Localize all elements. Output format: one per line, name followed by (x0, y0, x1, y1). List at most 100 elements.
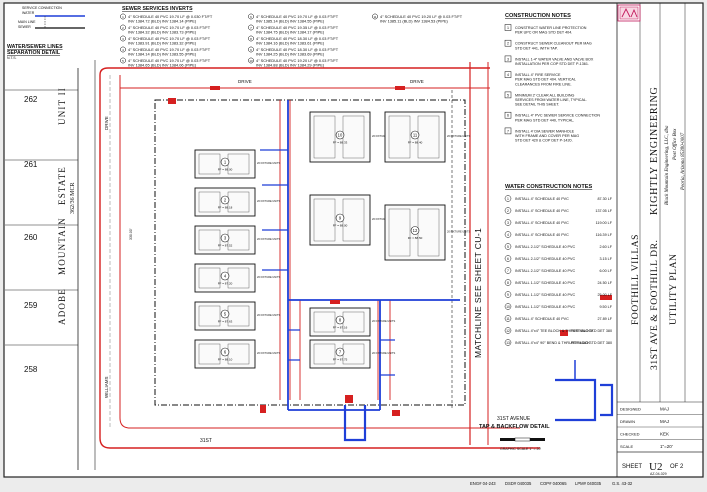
water-note-number: 12 (506, 329, 510, 333)
fixture-units: 20 FIXTURE UNITS (447, 134, 470, 138)
building-unit (388, 208, 411, 257)
note-number: 5 (507, 93, 509, 97)
street-drive-left: DRIVE (104, 116, 109, 130)
note-marker (504, 127, 512, 135)
water-note-length: 2.60 LF (599, 245, 612, 249)
subdivision-name-estate: ESTATE (57, 166, 67, 205)
tb-row-label: DESIGNED (620, 407, 641, 412)
street-labels: DRIVE DRIVE DRIVE WILLIAMS 31ST 31ST AVE… (104, 79, 550, 444)
building-unit (198, 267, 221, 289)
building-unit (313, 311, 336, 333)
invert-line-1: 4" SCHEDULE 40 PVC 19.70 LF @ 0.030 FT/F… (128, 14, 213, 19)
note-text: PER UPC OR MAG STD DET 404. (515, 31, 572, 35)
invert-number: 6 (250, 15, 252, 19)
fixture-units: 20 FIXTURE UNITS (447, 230, 470, 234)
building-number-marker (220, 195, 230, 205)
building-number: 5 (224, 312, 227, 317)
fixture-units: 20 FIXTURE UNITS (257, 313, 280, 317)
water-note-text: INSTALL 4" SCHEDULE 40 PVC (515, 233, 569, 237)
note-number: 3 (507, 57, 509, 61)
building-number: 6 (224, 350, 227, 355)
firm-name: KIGHTLY ENGINEERING (649, 86, 660, 215)
invert-marker (120, 46, 126, 53)
building-ff: FF = 87.16 (333, 326, 348, 330)
separation-detail: SERVICE CONNECTION WATER MAIN LINE SEWER… (7, 6, 85, 60)
building-ff: FF = 87.20 (218, 282, 233, 286)
lot-259: 259 (24, 301, 38, 310)
building-ff: FF = 88.18 (218, 206, 233, 210)
water-note-number: 4 (507, 233, 509, 237)
building-unit (313, 115, 336, 159)
invert-marker (248, 13, 254, 20)
fixture-units: 20 FIXTURE UNITS (372, 319, 395, 323)
note-marker (504, 39, 512, 47)
water-note-number: 13 (506, 341, 510, 345)
footer-eng: ENG# 04-243 (470, 481, 496, 486)
water-note-marker (504, 195, 512, 202)
building-outline (194, 263, 256, 293)
note-marker (504, 71, 512, 78)
note-text: CLEARANCES FROM FIRE LINE. (515, 82, 572, 86)
water-note-length: 3.15 LF (599, 257, 612, 261)
invert-line-2: INV 1384.32 (BLD) INV 1383.73 (PIPE) (128, 30, 197, 35)
invert-marker (120, 57, 126, 64)
invert-line-1: 4" SCHEDULE 40 PVC 19.20 LF @ 0.03 FT/FT (256, 58, 339, 63)
water-note-length: 116.39 LF (596, 233, 613, 237)
note-marker (504, 111, 512, 119)
invert-line-2: INV 1384.72 (BLD) INV 1384.14 (PIPE) (128, 19, 197, 24)
water-note-number: 10 (506, 305, 510, 309)
lot-260: 260 (24, 233, 38, 242)
plan-title: UTILITY PLAN (669, 254, 679, 326)
note-text: INSTALLATION PER COP STD DET P-1361. (515, 62, 589, 66)
water-note-text: INSTALL 1-1/2" SCHEDULE 40 PVC (515, 305, 575, 309)
job-number: AZ-04-029 (650, 472, 667, 476)
invert-number: 10 (249, 59, 253, 63)
sheet-label: SHEET (622, 464, 642, 470)
note-number: 4 (507, 73, 509, 77)
footer-lpm: LPM# 040035 (575, 481, 602, 486)
water-note-number: 11 (506, 317, 510, 321)
water-note-length: 87.30 LF (597, 197, 612, 201)
dimension-330: 330.00' (129, 228, 133, 240)
water-note-text: INSTALL 4"x4" TEE BLOCK & THRUST BLOCK (515, 329, 594, 333)
water-note-marker (504, 231, 512, 238)
building-number: 9 (339, 216, 342, 221)
invert-number: 11 (373, 15, 376, 19)
sheet-number: U2 (649, 461, 662, 473)
invert-line-1: 4" SCHEDULE 40 PVC 18.30 LF @ 0.03 FT/FT (256, 47, 339, 52)
invert-marker (248, 35, 254, 42)
note-text: INSTALL 4" PVC SEWER SERVICE CONNECTION (515, 114, 600, 118)
separation-detail-nts: N.T.S. (7, 56, 17, 60)
water-note-number: 2 (507, 209, 509, 213)
invert-number: 2 (122, 26, 124, 30)
fixture-units: 20 FIXTURE UNITS (257, 351, 280, 355)
water-note-text: INSTALL 1-1/2" SCHEDULE 40 PVC (515, 281, 575, 285)
tb-row-value: MAJ (660, 419, 669, 424)
water-note-length: 9.50 LF (599, 305, 612, 309)
water-note-length: PER MAG STD DET 380 (571, 329, 612, 333)
building-number: 11 (413, 133, 418, 138)
water-note-length: 6.00 LF (599, 269, 612, 273)
invert-line-1: 4" SCHEDULE 40 PVC 19.70 LF @ 0.03 FT/FT (256, 14, 339, 19)
invert-number: 3 (122, 37, 124, 41)
firm-sub: Black Mountain Engineering, LLC, dba (665, 125, 670, 205)
note-text: SEE DETAIL THIS SHEET. (515, 103, 559, 107)
lot-262: 262 (24, 95, 38, 104)
title-block: KIGHTLY ENGINEERING Black Mountain Engin… (616, 3, 703, 477)
building-ff: FF = 88.00 (218, 168, 233, 172)
water-note-number: 7 (507, 269, 509, 273)
street-drive-top: DRIVE (238, 79, 252, 84)
tb-row-value: KEK (660, 432, 669, 437)
note-text: MINIMUM 2' CLEAR ALL BUILDING (515, 93, 575, 97)
water-note-text: INSTALL 4" SCHEDULE 40 PVC (515, 317, 569, 321)
footer-dsd: DSD# 040035 (505, 481, 532, 486)
water-note-marker (504, 255, 512, 262)
building-ff: FF = 87.52 (218, 244, 233, 248)
